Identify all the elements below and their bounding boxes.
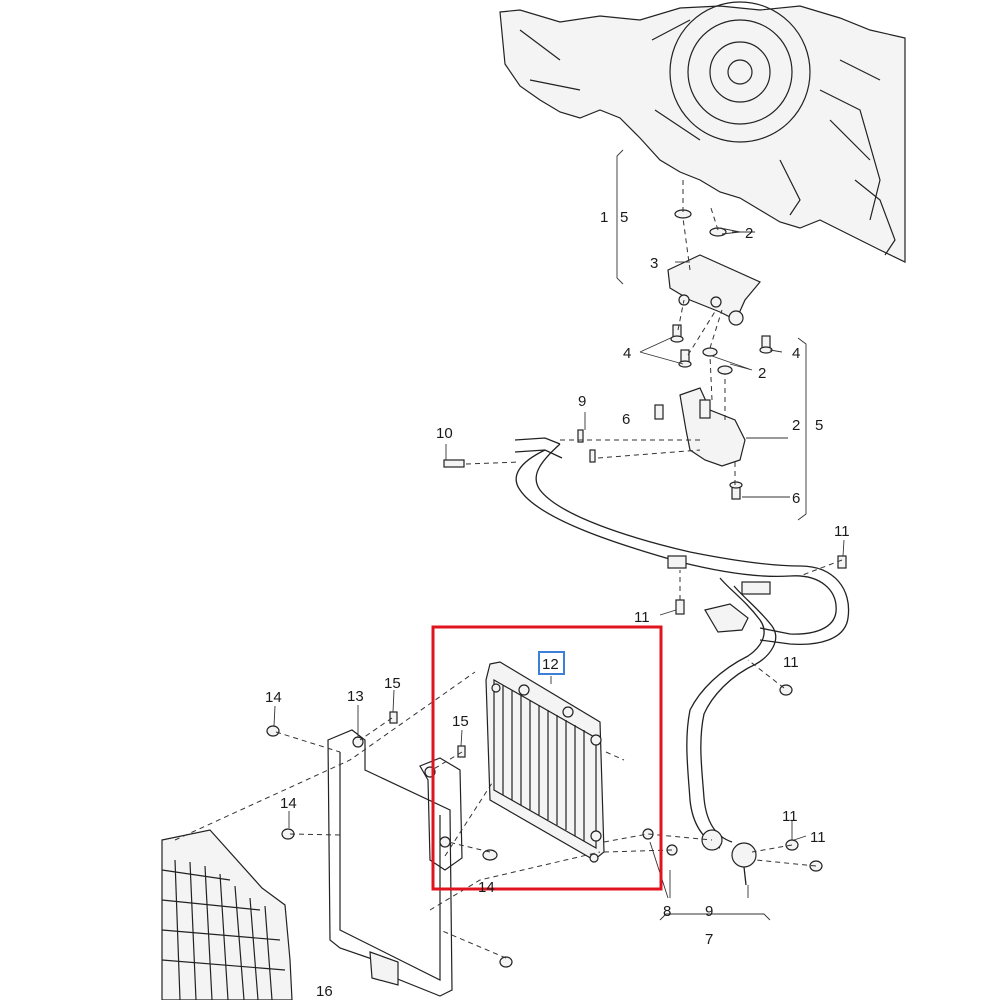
gearbox-housing — [499, 1, 906, 263]
callout-11: 11 — [810, 829, 826, 846]
callout-16: 16 — [316, 983, 333, 1000]
callout-2: 2 — [745, 225, 753, 242]
callout-11: 11 — [634, 609, 650, 626]
callout-15: 15 — [452, 713, 469, 730]
line-bracket-lower — [654, 387, 746, 500]
oil-cooler — [485, 661, 605, 863]
callout-10: 10 — [436, 425, 453, 442]
callout-5: 5 — [815, 417, 823, 434]
callout-14: 14 — [280, 795, 297, 812]
mount-washer-upper — [674, 209, 727, 237]
callout-7: 7 — [705, 931, 713, 948]
callout-11: 11 — [783, 654, 799, 671]
callout-14: 14 — [478, 879, 495, 896]
callout-4: 4 — [792, 345, 800, 362]
oil-cooler-lines — [443, 429, 850, 886]
callout-11: 11 — [834, 523, 850, 540]
callout-13: 13 — [347, 688, 364, 705]
cooler-bracket — [327, 729, 463, 997]
callout-6: 6 — [792, 490, 800, 507]
radiator — [161, 829, 293, 1001]
callout-12: 12 — [542, 656, 559, 673]
grouping-braces — [273, 149, 845, 921]
callout-1: 1 — [600, 209, 608, 226]
callout-4: 4 — [623, 345, 631, 362]
assembly-leaders — [174, 180, 843, 959]
callout-9: 9 — [578, 393, 586, 410]
callout-2: 2 — [758, 365, 766, 382]
highlight-box — [431, 625, 663, 891]
callout-11: 11 — [782, 808, 798, 825]
callout-14: 14 — [265, 689, 282, 706]
callout-2: 2 — [792, 417, 800, 434]
callout-8: 8 — [663, 903, 671, 920]
callout-5: 5 — [620, 209, 628, 226]
callout-9: 9 — [705, 903, 713, 920]
mount-bolts — [670, 324, 773, 375]
callout-15: 15 — [384, 675, 401, 692]
callout-3: 3 — [650, 255, 658, 272]
bracket-screws — [266, 711, 678, 968]
part-12-label-box — [538, 651, 565, 675]
callout-6: 6 — [622, 411, 630, 428]
gearbox-mount-bracket — [667, 254, 761, 326]
